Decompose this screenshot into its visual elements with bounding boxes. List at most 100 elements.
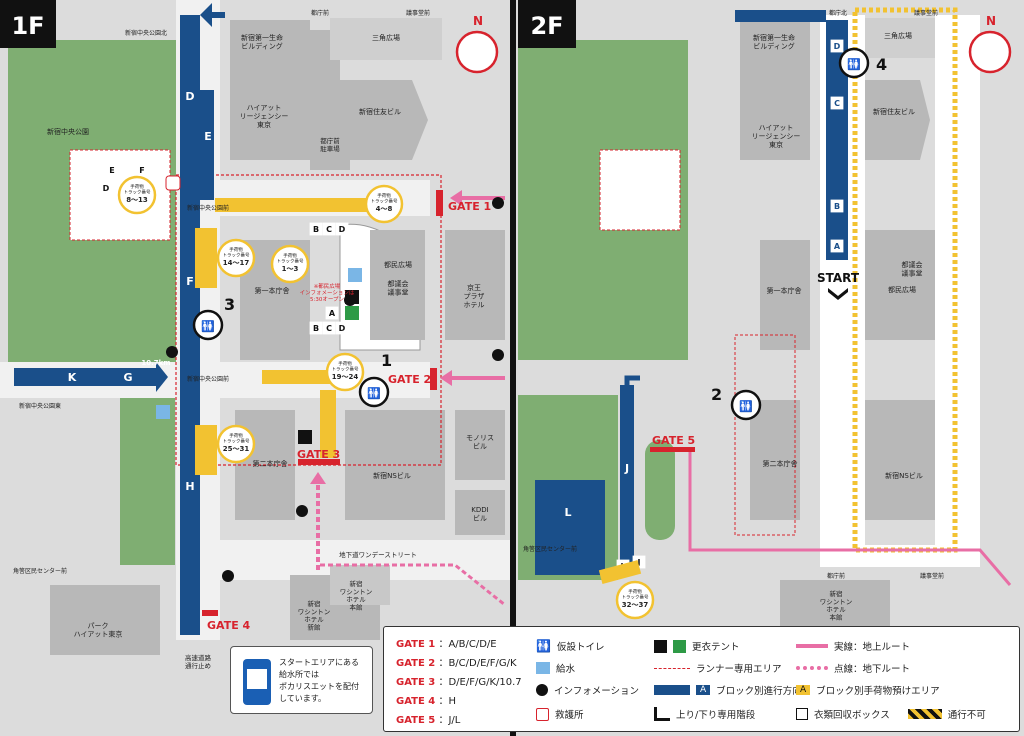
floor-label-1f: 1F — [11, 12, 44, 40]
toilet-number-2: 2 — [711, 385, 722, 404]
f2-median — [645, 440, 675, 540]
toilet-icon: 🚻 — [739, 400, 753, 413]
toilet-number-1: 1 — [381, 351, 392, 370]
legend-underground-route: 点線：地下ルート — [796, 661, 910, 675]
baggage-block-B-box — [309, 321, 323, 335]
toilet-1-circle — [358, 376, 390, 408]
label-tocho1: 第一本庁舎 — [767, 286, 802, 295]
track-19-24-caption: 手荷物トラック番号 — [332, 360, 359, 372]
track-4-8-range: 4〜8 — [376, 205, 393, 213]
f1-bldg-keio — [445, 230, 505, 340]
floor-label-2f-bg — [518, 0, 576, 48]
block-letter-C: C — [834, 99, 840, 108]
baggage-block-C: C — [326, 225, 332, 234]
label-hyatt: ハイアットリージェンシー東京 — [752, 124, 801, 149]
start-chevron-icon — [828, 288, 848, 300]
block-letter-A-box — [830, 239, 844, 253]
baggage-block-D-box — [99, 181, 113, 195]
f1-baggage-bar-cb — [215, 198, 375, 212]
label-dai1seimei: 新宿第一生命ビルディング — [241, 33, 283, 50]
f1-bldg-park-hyatt — [50, 585, 160, 655]
label-washington: 新宿ワシントンホテル本館 — [340, 579, 373, 611]
ground-route-arrow-icon — [796, 644, 828, 648]
legend-gate-name: GATE 1 — [396, 639, 436, 650]
legend-water-label: 給水 — [556, 664, 576, 675]
block-letter-K: K — [68, 371, 77, 384]
label-gikai: 都議会議事堂 — [902, 260, 923, 277]
gate-1-label: GATE 1 — [448, 200, 491, 213]
tent-icon — [345, 290, 359, 304]
f1-block-route-e — [200, 90, 214, 200]
bottle-icon — [243, 659, 271, 705]
label-sankaku: 三角広場 — [372, 33, 400, 42]
label-koen-dori: 新宿中央公園前 — [187, 375, 229, 383]
legend-gate-blocks: ：J/L — [435, 715, 461, 726]
f1-bldg-mono — [455, 410, 505, 480]
f2-bldg-tocho1 — [760, 240, 810, 350]
info-icon — [492, 349, 504, 361]
block-letter-B: B — [834, 202, 840, 211]
f1-bldg-parking — [310, 115, 350, 170]
baggage-block-F: F — [139, 166, 144, 175]
f1-gate4-bar — [202, 610, 218, 616]
label-tochokita: 都庁北 — [829, 9, 847, 17]
track-19-24-range: 19〜24 — [332, 373, 359, 381]
f1-park-south — [120, 395, 175, 565]
legend-gate-name: GATE 3 — [396, 677, 436, 688]
legend-runner-area: ランナー専用エリア — [654, 661, 782, 675]
label-center-mae: 角筈区民センター前 — [13, 567, 67, 575]
toilet-3-circle — [192, 309, 224, 341]
label-center-mae: 角筈区民センター前 — [523, 545, 577, 553]
label-tocho2: 第二本庁舎 — [253, 459, 288, 468]
legend-toilet-label: 仮設トイレ — [556, 642, 605, 653]
water-icon — [536, 662, 550, 674]
legend-baggage: A ブロック別手荷物預けエリア — [796, 683, 940, 697]
baggage-block-A-box — [325, 306, 339, 320]
info-icon — [222, 570, 234, 582]
label-washington: 新宿ワシントンホテル本館 — [820, 589, 853, 621]
f1-underground-route — [320, 563, 506, 607]
f2-bldg-sumitomo — [860, 80, 930, 160]
legend-ground-route-label: 実線：地上ルート — [834, 642, 911, 653]
start-label: START — [817, 271, 860, 285]
gate-5-label: GATE 5 — [652, 434, 695, 447]
clothes-box-icon — [796, 708, 808, 720]
f1-baggage-bar-efgk — [320, 390, 336, 458]
toilet-number-3: 3 — [224, 295, 235, 314]
f2-block-l-area — [535, 480, 605, 575]
track-14-17-range: 14〜17 — [223, 259, 250, 267]
f1-sankaku — [330, 18, 442, 60]
tent-icon — [654, 639, 667, 653]
toilet-icon: 🚻 — [536, 639, 551, 653]
f2-runner-area — [734, 334, 796, 536]
baggage-block-D: D — [103, 184, 110, 193]
f1-baggage-bar-h — [195, 425, 217, 475]
bottle-note-text: スタートエリアにある 給水所では ポカリスエットを配付 しています。 — [279, 658, 359, 703]
legend-baggage-label: ブロック別手荷物預けエリア — [816, 686, 940, 697]
legend-tent: 更衣テント — [654, 639, 740, 653]
north-arrow-icon — [471, 38, 483, 66]
track-32-37-range: 32〜37 — [622, 601, 649, 609]
label-tomin-hiroba: 都民広場 — [384, 260, 412, 269]
legend-gate-5: GATE 5 ：J/L — [396, 711, 460, 726]
info-icon — [166, 346, 178, 358]
baggage-area-icon: A — [796, 685, 811, 695]
f2-block-route-j — [620, 385, 634, 565]
f2-route-connector — [735, 10, 826, 22]
f1-gate1-bar — [436, 190, 443, 216]
f2-bldg-tocho2 — [750, 400, 800, 520]
toilet-number-4: 4 — [876, 55, 887, 74]
legend-gate-name: GATE 5 — [396, 715, 436, 726]
water-icon — [348, 268, 362, 282]
track-14-17-caption: 手荷物トラック番号 — [223, 246, 250, 258]
baggage-block-J: J — [637, 558, 641, 567]
baggage-block-B-box — [309, 222, 323, 236]
block-direction-arrow-icon — [654, 685, 690, 695]
baggage-block-C-box — [322, 321, 336, 335]
gate-2-label: GATE 2 — [388, 373, 431, 386]
baggage-block-B: B — [313, 324, 319, 333]
legend-gate-name: GATE 2 — [396, 658, 436, 669]
label-gikaimae: 議事堂前 — [920, 572, 944, 580]
